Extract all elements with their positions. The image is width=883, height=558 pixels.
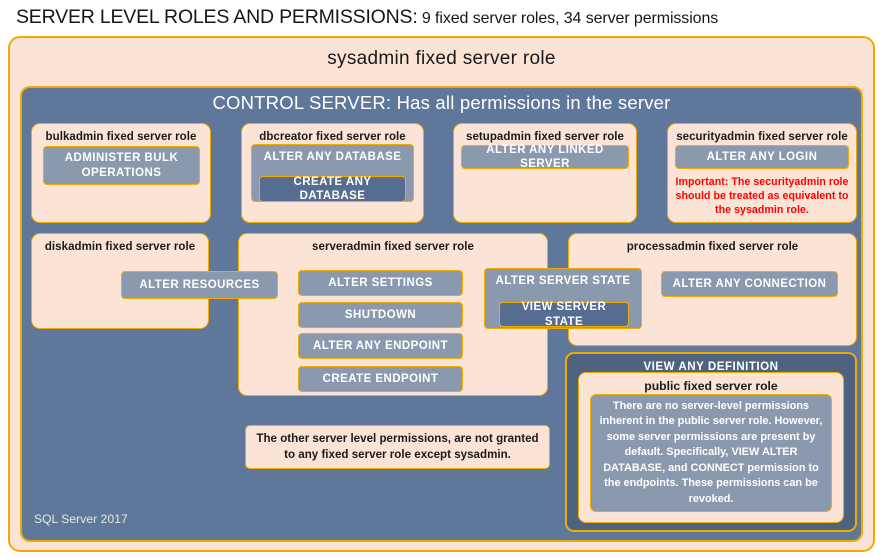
permission-chip-alter-any-login[interactable]: ALTER ANY LOGIN (675, 145, 849, 169)
securityadmin-important-note: Important: The securityadmin role should… (675, 176, 849, 217)
permission-chip-alter-any-endpoint[interactable]: ALTER ANY ENDPOINT (298, 333, 463, 359)
role-title-securityadmin: securityadmin fixed server role (676, 131, 848, 143)
control-server-label: CONTROL SERVER: Has all permissions in t… (212, 92, 671, 113)
role-title-bulkadmin: bulkadmin fixed server role (45, 131, 197, 143)
page-title-strong: SERVER LEVEL ROLES AND PERMISSIONS: (16, 6, 418, 28)
other-permissions-note: The other server level permissions, are … (245, 425, 550, 469)
role-title-serveradmin: serveradmin fixed server role (312, 241, 474, 253)
permission-chip-shutdown[interactable]: SHUTDOWN (298, 302, 463, 328)
role-title-public: public fixed server role (644, 379, 778, 393)
page-title-rest: 9 fixed server roles, 34 server permissi… (417, 10, 719, 27)
role-title-diskadmin: diskadmin fixed server role (44, 241, 196, 253)
permission-label-alter-server-state: ALTER SERVER STATE (495, 275, 631, 287)
view-any-definition-label: VIEW ANY DEFINITION (643, 360, 779, 373)
role-title-processadmin: processadmin fixed server role (626, 241, 799, 253)
permission-chip-administer-bulk-operations[interactable]: ADMINISTER BULK OPERATIONS (43, 146, 200, 185)
footer-version-label: SQL Server 2017 (34, 512, 128, 526)
sysadmin-role-label: sysadmin fixed server role (327, 48, 556, 69)
permission-chip-alter-any-linked-server[interactable]: ALTER ANY LINKED SERVER (461, 144, 629, 170)
permission-chip-create-endpoint[interactable]: CREATE ENDPOINT (298, 366, 463, 392)
role-box-securityadmin: securityadmin fixed server role (667, 123, 857, 223)
permission-chip-alter-any-connection[interactable]: ALTER ANY CONNECTION (661, 271, 838, 297)
permission-chip-alter-resources[interactable]: ALTER RESOURCES (121, 271, 278, 299)
permission-chip-view-server-state[interactable]: VIEW SERVER STATE (499, 301, 629, 328)
public-role-note: There are no server-level permissions in… (590, 394, 832, 512)
role-title-dbcreator: dbcreator fixed server role (259, 131, 406, 143)
permission-label-alter-any-database: ALTER ANY DATABASE (263, 151, 402, 163)
permission-chip-create-any-database[interactable]: CREATE ANY DATABASE (259, 176, 406, 202)
page-title: SERVER LEVEL ROLES AND PERMISSIONS: 9 fi… (16, 6, 876, 32)
permission-chip-alter-settings[interactable]: ALTER SETTINGS (298, 270, 463, 296)
role-title-setupadmin: setupadmin fixed server role (466, 131, 624, 143)
role-box-setupadmin: setupadmin fixed server role (453, 123, 637, 223)
